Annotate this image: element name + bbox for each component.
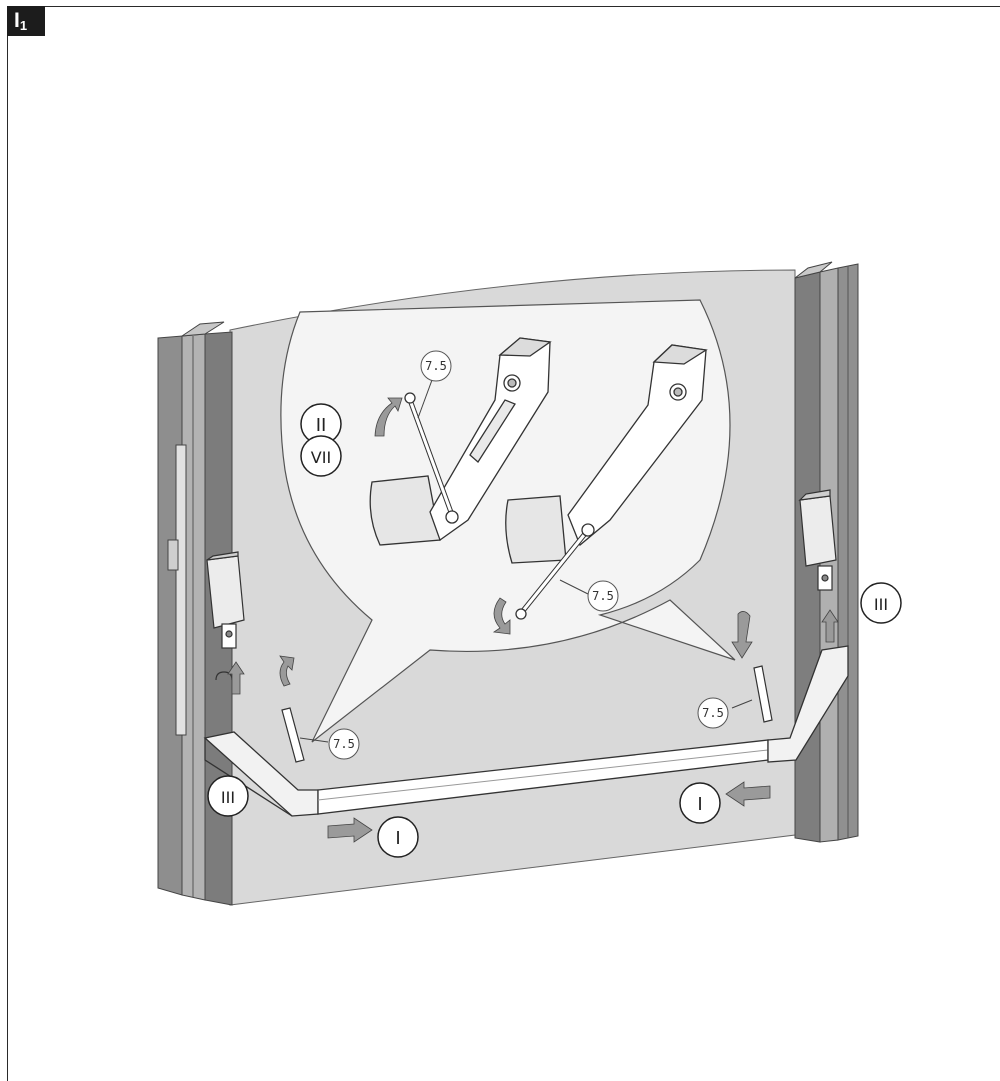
svg-text:I: I (697, 794, 702, 815)
svg-text:III: III (874, 595, 888, 614)
push-up-arrow-icon-right (821, 609, 839, 643)
tool-label-lower-left: 7.5 (328, 728, 360, 760)
callout-step-iii-left: III (207, 775, 249, 817)
svg-text:VII: VII (311, 448, 331, 467)
rotate-up-arrow-icon (374, 397, 403, 437)
push-up-arrow-icon-left (227, 661, 245, 695)
figure-frame (7, 6, 1000, 1081)
svg-text:7.5: 7.5 (333, 737, 355, 751)
figure-badge-main: I (14, 9, 20, 32)
svg-text:I: I (395, 828, 400, 849)
left-end-bracket (206, 551, 245, 681)
twist-arrow-icon-left (279, 655, 295, 687)
panic-push-bar (203, 645, 849, 817)
detail-right-arm (505, 344, 708, 620)
twist-arrow-icon-right (731, 611, 753, 659)
right-end-bracket (798, 489, 837, 591)
callout-step-iii-right: III (860, 582, 902, 624)
svg-text:III: III (221, 788, 235, 807)
hex-key-left (281, 707, 305, 763)
callout-step-i-left: I (377, 816, 419, 858)
tool-label-lower-right: 7.5 (697, 697, 729, 729)
rotate-down-arrow-icon (492, 597, 511, 635)
tool-label-upper-right: 7.5 (587, 580, 619, 612)
detail-left-arm (369, 337, 552, 546)
slide-left-arrow-icon (725, 781, 771, 807)
tool-label-upper-left: 7.5 (420, 350, 452, 382)
svg-text:7.5: 7.5 (702, 706, 724, 720)
callout-step-i-right: I (679, 782, 721, 824)
slide-right-arrow-icon (327, 817, 373, 843)
callout-step-vii: VII (300, 435, 342, 477)
mortise-lock-faceplate (175, 444, 187, 736)
svg-text:7.5: 7.5 (592, 589, 614, 603)
hex-key-right (753, 665, 773, 723)
figure-badge-sub: 1 (19, 18, 28, 33)
svg-text:II: II (316, 415, 327, 436)
svg-text:7.5: 7.5 (425, 359, 447, 373)
